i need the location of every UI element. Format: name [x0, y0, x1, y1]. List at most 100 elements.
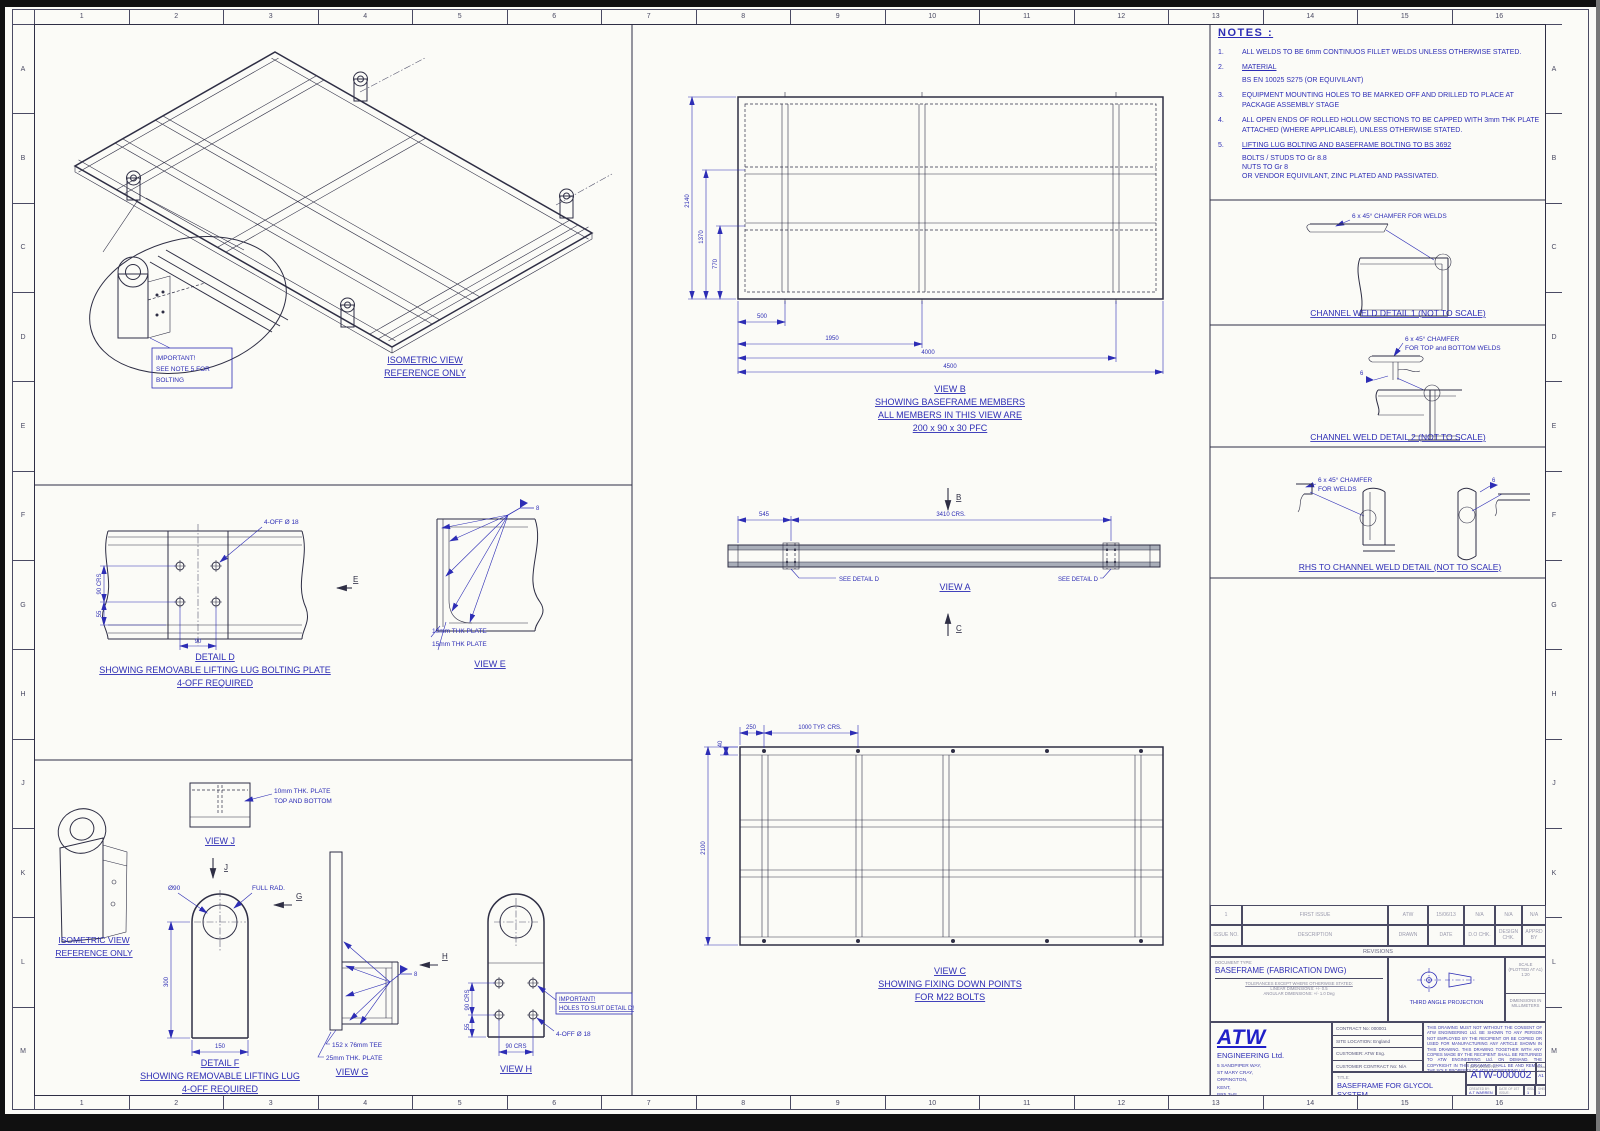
note-4: ALL OPEN ENDS OF ROLLED HOLLOW SECTIONS … [1242, 117, 1540, 134]
view-g-label-1: 152 x 76mm TEE [332, 1042, 383, 1049]
rev-header-date: DATE [1428, 925, 1464, 946]
view-h-caption: VIEW H [500, 1064, 532, 1074]
view-b-dim-4000: 4000 [921, 350, 935, 356]
grid-ref-H: H [1546, 649, 1562, 738]
grid-ref-7: 7 [601, 1096, 696, 1110]
view-h-important-1: IMPORTANT! [559, 997, 596, 1003]
grid-ref-M: M [1546, 1006, 1562, 1096]
view-h-important-2: HOLES TO SUIT DETAIL D! [559, 1006, 634, 1012]
grid-ref-15: 15 [1357, 9, 1452, 24]
grid-ref-A: A [12, 24, 34, 113]
grid-ref-K: K [12, 828, 34, 917]
rev-header-apprd: APPRD BY [1522, 925, 1546, 946]
scan-edge-bottom [0, 1114, 1600, 1131]
grid-ref-1: 1 [34, 9, 129, 24]
detail-d-dim-90crs: 90 CRS [97, 573, 103, 594]
sheet-size: A1 [1538, 1073, 1544, 1078]
view-a-drawing: 545 3410 CRS. B C SEE DETAIL D SEE DETAI… [727, 488, 1161, 636]
view-b-caption-4: 200 x 90 x 30 PFC [913, 423, 988, 433]
weld3-caption: RHS TO CHANNEL WELD DETAIL (NOT TO SCALE… [1299, 562, 1502, 572]
customer-contract-no: CUSTOMER CONTRACT No: N/A [1336, 1064, 1407, 1070]
grid-ref-B: B [12, 113, 34, 202]
view-c-drawing: 250 1000 TYP. CRS. 40 2100 VIEW C SHOWIN… [701, 725, 1164, 1002]
note-number: 3. [1218, 92, 1224, 100]
company-address-4: KENT, [1217, 1085, 1231, 1091]
site-location: SITE LOCATION: England [1333, 1036, 1422, 1048]
grid-ref-2: 2 [128, 9, 224, 24]
view-b-drawing: 2140 1370 770 500 1950 4000 4500 VIEW B … [685, 92, 1164, 433]
view-arrow-e: E [353, 575, 358, 584]
grid-ref-9: 9 [790, 9, 885, 24]
isometric-baseframe-view: IMPORTANT! SEE NOTE 5 FOR BOLTING ISOMET… [73, 51, 613, 389]
rev-header-design-chk: DESIGN CHK. [1495, 925, 1522, 946]
grid-ref-7: 7 [601, 9, 696, 24]
view-a-caption: VIEW A [939, 582, 970, 592]
grid-ref-16: 16 [1451, 9, 1547, 24]
view-b-caption-1: VIEW B [934, 384, 966, 394]
note-1: ALL WELDS TO BE 6mm CONTINUOS FILLET WEL… [1242, 49, 1522, 56]
view-g-label-2: 25mm THK. PLATE [326, 1055, 383, 1062]
lifting-lug-small [126, 71, 574, 328]
grid-ref-10: 10 [884, 9, 980, 24]
view-e-label-2: 15mm THK PLATE [432, 641, 487, 648]
section-arrow-b: B [956, 493, 961, 502]
view-j-caption: VIEW J [205, 836, 235, 846]
view-b-caption-3: ALL MEMBERS IN THIS VIEW ARE [878, 410, 1022, 420]
note-3: EQUIPMENT MOUNTING HOLES TO BE MARKED OF… [1242, 92, 1514, 109]
detail-d-drawing: 4-OFF Ø 18 90 CRS 55 90 DETAIL D SHOWING… [97, 519, 331, 688]
grid-ref-G: G [1546, 560, 1562, 649]
projection-label: THIRD ANGLE PROJECTION [1409, 1000, 1484, 1006]
view-g-drawing: 8 152 x 76mm TEE 25mm THK. PLATE VIEW G [317, 851, 418, 1077]
issue-value: 1 [1527, 1091, 1530, 1095]
grid-ref-9: 9 [790, 1096, 885, 1110]
company-logo: ATW [1217, 1026, 1267, 1049]
first-issue-date: 15/06/13 [1499, 1095, 1521, 1096]
view-h-holes [493, 977, 539, 1021]
grid-ref-1: 1 [34, 1096, 129, 1110]
title-block: 1 FIRST ISSUE ATW 15/06/13 N/A N/A N/A I… [1210, 905, 1546, 1096]
customer: CUSTOMER: ATW Eng. [1333, 1048, 1422, 1061]
grid-ref-E: E [12, 381, 34, 470]
grid-ref-5: 5 [412, 9, 507, 24]
weld3-size: 6 [1492, 478, 1496, 484]
note-5-sub-3: OR VENDOR EQUIVILANT, ZINC PLATED AND PA… [1242, 173, 1439, 181]
iso-imp-2: SEE NOTE 5 FOR [156, 366, 210, 373]
detail-f-drawing: Ø90 FULL RAD. 300 150 DETAIL F SHOWING R… [140, 885, 302, 1094]
view-e-drawing: E 8 10mm THK PLATE 15mm [335, 499, 544, 669]
weld2-label-2: FOR TOP and BOTTOM WELDS [1405, 345, 1501, 352]
created-by-label: CREATED BY: [1469, 1087, 1490, 1091]
view-e-label-1: 10mm THK PLATE [432, 628, 487, 635]
weld1-label: 6 x 45° CHAMFER FOR WELDS [1352, 212, 1447, 220]
note-2: MATERIAL [1242, 64, 1277, 72]
note-number: 4. [1218, 117, 1224, 125]
grid-ref-6: 6 [506, 9, 602, 24]
view-c-dim-2100: 2100 [701, 841, 707, 855]
grid-ref-10: 10 [884, 1096, 980, 1110]
view-c-dim-40: 40 [718, 740, 724, 747]
view-j-drawing: 10mm THK. PLATE TOP AND BOTTOM VIEW J J [189, 782, 332, 880]
view-b-dim-500: 500 [757, 314, 768, 320]
sheet-value: 1 OF 1 [1538, 1091, 1541, 1095]
grid-ref-K: K [1546, 828, 1562, 917]
tolerances-heading: TOLERANCES EXCEPT WHERE OTHERWISE STATED… [1245, 981, 1353, 986]
note-5-sub-2: NUTS TO Gr 8 [1242, 163, 1289, 171]
view-a-dim-3410: 3410 CRS. [936, 512, 966, 518]
tolerance-angular: ANGULAR DIMENSIONS: +/- 1.0 Deg [1263, 991, 1335, 996]
grid-ref-15: 15 [1357, 1096, 1452, 1110]
grid-ref-2: 2 [128, 1096, 224, 1110]
sheet-size-label: SHEET SIZE [1537, 1065, 1546, 1073]
rev-header-issue: ISSUE NO. [1210, 925, 1242, 946]
grid-ref-12: 12 [1073, 1096, 1169, 1110]
third-angle-projection-icon [1416, 968, 1475, 992]
grid-ref-3: 3 [223, 1096, 318, 1110]
company-address-2: ST MARY CRAY, [1217, 1071, 1254, 1077]
grid-ref-14: 14 [1262, 9, 1358, 24]
detail-f-caption-2: SHOWING REMOVABLE LIFTING LUG [140, 1071, 300, 1081]
grid-ref-J: J [12, 738, 34, 828]
view-b-dim-2140: 2140 [685, 194, 691, 208]
detail-f-dim-300: 300 [164, 976, 170, 987]
grid-ref-4: 4 [317, 1096, 413, 1110]
grid-ref-6: 6 [506, 1096, 602, 1110]
note-number: 2. [1218, 64, 1224, 72]
